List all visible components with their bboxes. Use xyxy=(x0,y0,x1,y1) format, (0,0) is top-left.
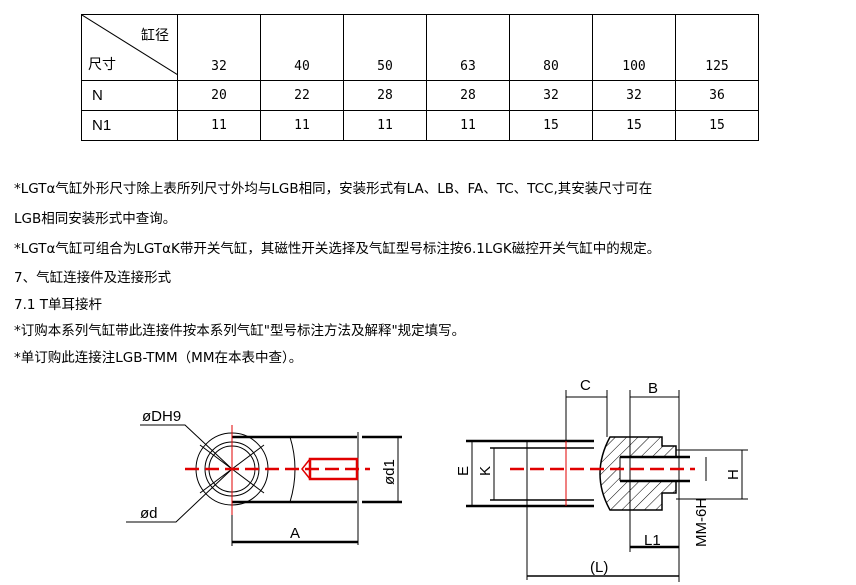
side-view xyxy=(466,390,748,582)
label-h: H xyxy=(725,469,742,480)
note-line: *单订购此连接注LGB-TMM（MM在本表中查）。 xyxy=(14,350,303,366)
bore-header: 50 xyxy=(343,14,427,81)
note-line: *LGTα气缸外形尺寸除上表所列尺寸外均与LGB相同，安装形式有LA、LB、FA… xyxy=(14,181,653,197)
label-e: E xyxy=(455,466,472,476)
cell: 28 xyxy=(343,80,427,111)
bore-header: 125 xyxy=(675,14,759,81)
front-view xyxy=(126,424,402,546)
corner-size-label: 尺寸 xyxy=(88,57,116,73)
table-row: N1 11 11 11 11 15 15 15 xyxy=(81,110,759,141)
cell: 28 xyxy=(426,80,510,111)
label-d1: ød1 xyxy=(381,459,398,485)
cell: 11 xyxy=(260,110,344,141)
cell: 22 xyxy=(260,80,344,111)
note-line: *订购本系列气缸带此连接件按本系列气缸"型号标注方法及解释"规定填写。 xyxy=(14,323,466,339)
subsection-heading: 7.1 T单耳接杆 xyxy=(14,297,103,313)
table-row: N 20 22 28 28 32 32 36 xyxy=(81,80,759,111)
cell: 11 xyxy=(177,110,261,141)
cell: 11 xyxy=(343,110,427,141)
label-thread: MM-6H xyxy=(693,498,710,547)
rod-clevis-drawing: øDH9 ød A ød1 C B E K H L1 (L) MM-6H xyxy=(126,377,748,582)
label-a: A xyxy=(290,525,300,542)
row-label: N xyxy=(81,80,178,111)
cell: 11 xyxy=(426,110,510,141)
section-heading: 7、气缸连接件及连接形式 xyxy=(14,270,172,286)
bore-header: 40 xyxy=(260,14,344,81)
cell: 20 xyxy=(177,80,261,111)
bore-header: 80 xyxy=(509,14,593,81)
cell: 15 xyxy=(509,110,593,141)
bore-header: 100 xyxy=(592,14,676,81)
label-d: ød xyxy=(140,505,158,522)
cell: 32 xyxy=(592,80,676,111)
cell: 15 xyxy=(592,110,676,141)
cell: 32 xyxy=(509,80,593,111)
bore-header: 32 xyxy=(177,14,261,81)
label-l1: L1 xyxy=(644,532,661,549)
label-k: K xyxy=(477,466,494,476)
note-line: LGB相同安装形式中查询。 xyxy=(14,211,177,227)
label-dh9: øDH9 xyxy=(142,408,181,425)
note-line: *LGTα气缸可组合为LGTαK带开关气缸，其磁性开关选择及气缸型号标注按6.1… xyxy=(14,241,661,257)
label-l: (L) xyxy=(590,559,608,576)
row-label: N1 xyxy=(81,110,178,141)
cell: 36 xyxy=(675,80,759,111)
label-c: C xyxy=(580,377,591,394)
label-b: B xyxy=(648,380,658,397)
cell: 15 xyxy=(675,110,759,141)
table-corner-header: 缸径 尺寸 xyxy=(81,14,178,81)
dimension-table: 缸径 尺寸 32 40 50 63 80 100 125 N 20 22 28 … xyxy=(81,14,759,141)
bore-header: 63 xyxy=(426,14,510,81)
corner-bore-label: 缸径 xyxy=(141,28,169,44)
